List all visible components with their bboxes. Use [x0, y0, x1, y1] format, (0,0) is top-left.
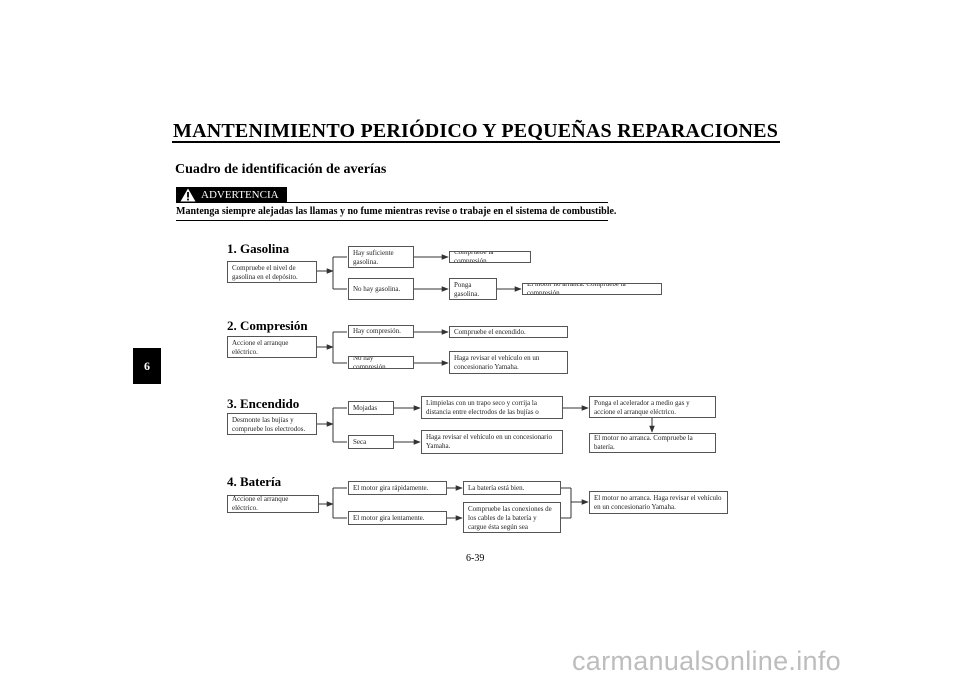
step-4-heading: 4. Batería	[227, 474, 282, 489]
encendido-wet-result: El motor no arranca. Compruebe la baterí…	[589, 433, 716, 453]
watermark: carmanualsonline.info	[572, 646, 841, 676]
compresion-yes-action: Compruebe el encendido.	[449, 326, 568, 338]
gasolina-check-box: Compruebe el nivel de gasolina en el dep…	[227, 261, 317, 283]
compresion-no-action: Haga revisar el vehículo en un concesion…	[449, 351, 568, 374]
warning-text: Mantenga siempre alejadas las llamas y n…	[176, 206, 617, 217]
warning-badge: ADVERTENCIA	[176, 187, 287, 203]
bateria-slow-condition: El motor gira lentamente.	[348, 511, 447, 525]
gasolina-no-result: El motor no arranca. Compruebe la compre…	[522, 283, 662, 295]
page-number: 6-39	[466, 553, 485, 564]
encendido-wet-action: Límpielas con un trapo seco y corrija la…	[421, 396, 563, 419]
bateria-slow-action: Compruebe las conexiones de los cables d…	[463, 502, 561, 533]
encendido-dry-condition: Seca	[348, 435, 394, 449]
chapter-tab: 6	[133, 348, 161, 384]
bateria-fast-condition: El motor gira rápidamente.	[348, 481, 447, 495]
encendido-dry-action: Haga revisar el vehículo en un concesion…	[421, 430, 563, 454]
bateria-final-result: El motor no arranca. Haga revisar el veh…	[589, 491, 728, 514]
step-2-heading: 2. Compresión	[227, 318, 308, 333]
bateria-check-box: Accione el arranque eléctrico.	[227, 495, 319, 513]
step-3-heading: 3. Encendido	[227, 396, 300, 411]
encendido-wet-next: Ponga el acelerador a medio gas y accion…	[589, 396, 716, 418]
warning-label: ADVERTENCIA	[201, 189, 279, 201]
gasolina-yes-action: Compruebe la compresión.	[449, 251, 531, 263]
encendido-wet-condition: Mojadas	[348, 401, 394, 415]
warning-triangle-icon	[180, 188, 196, 202]
title-rule	[172, 141, 780, 143]
compresion-no-condition: No hay compresión.	[348, 356, 414, 369]
compresion-yes-condition: Hay compresión.	[348, 325, 414, 338]
warning-rule-bottom	[176, 220, 608, 221]
section-title: Cuadro de identificación de averías	[175, 162, 387, 177]
gasolina-no-condition: No hay gasolina.	[348, 278, 414, 300]
gasolina-yes-condition: Hay suficiente gasolina.	[348, 246, 414, 268]
compresion-check-box: Accione el arranque eléctrico.	[227, 336, 317, 358]
page-title: MANTENIMIENTO PERIÓDICO Y PEQUEÑAS REPAR…	[173, 120, 779, 142]
gasolina-no-action: Ponga gasolina.	[449, 278, 497, 300]
bateria-fast-result: La batería está bien.	[463, 481, 561, 495]
encendido-check-box: Desmonte las bujías y compruebe los elec…	[227, 413, 317, 435]
step-1-heading: 1. Gasolina	[227, 241, 290, 256]
warning-rule-top	[287, 202, 608, 203]
